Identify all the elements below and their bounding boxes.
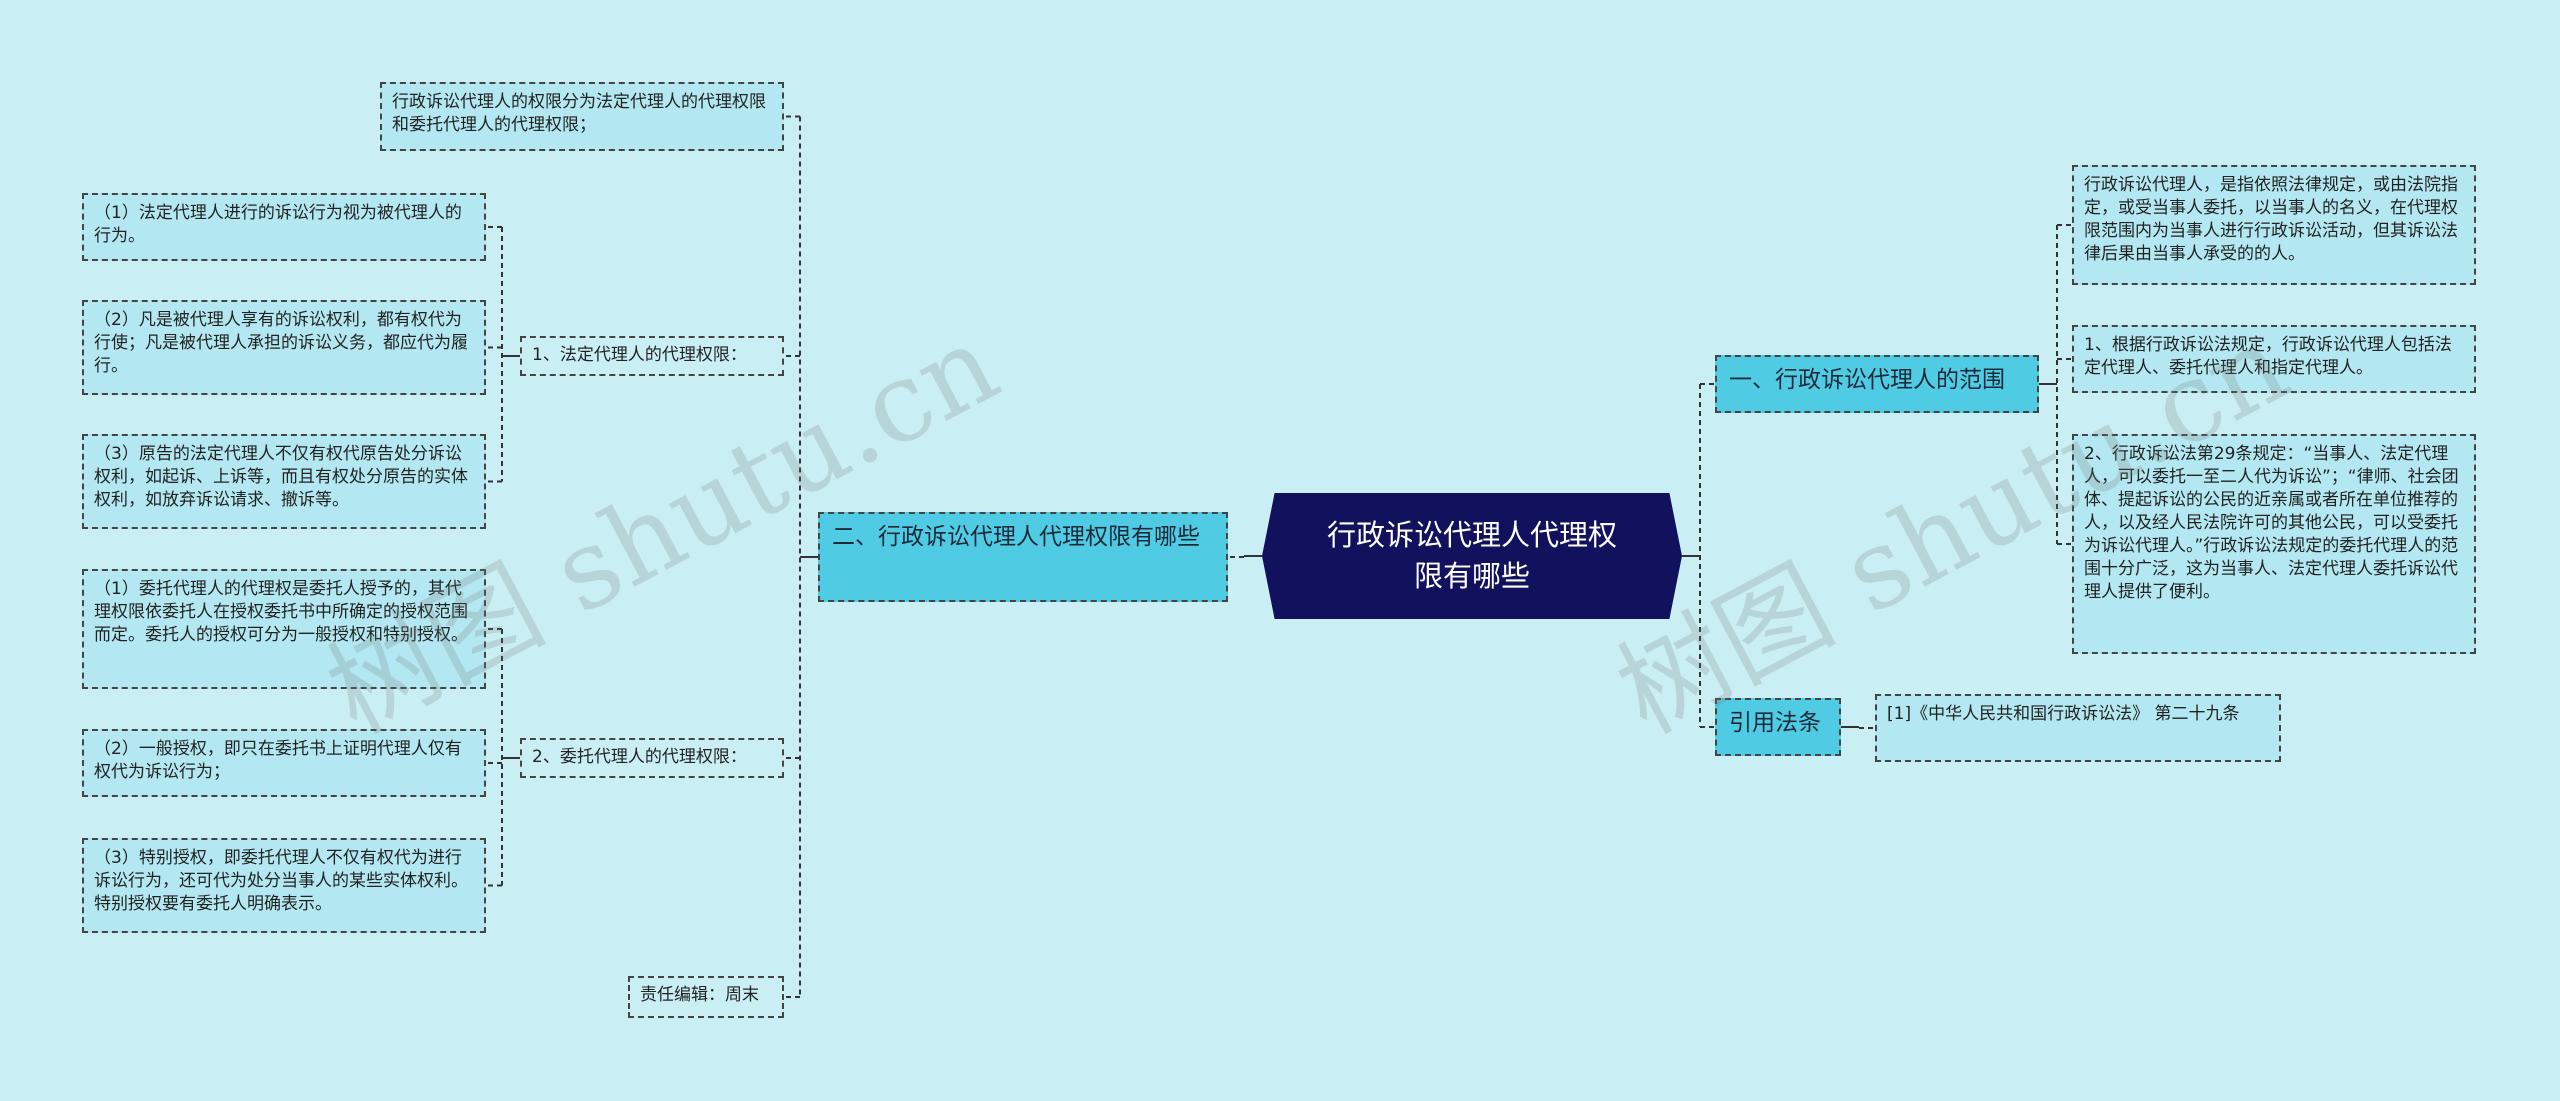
statutory-item-1[interactable]: （1）法定代理人进行的诉讼行为视为被代理人的行为。 [82,193,486,261]
cited-law-item[interactable]: [1]《中华人民共和国行政诉讼法》 第二十九条 [1875,694,2281,762]
entrusted-agent-permissions-label: 2、委托代理人的代理权限： [532,747,747,767]
statutory-item-2[interactable]: （2）凡是被代理人享有的诉讼权利，都有权代为行使；凡是被代理人承担的诉讼义务，都… [82,300,486,395]
cited-law-item-text: [1]《中华人民共和国行政诉讼法》 第二十九条 [1887,704,2240,724]
root-topic-text: 行政诉讼代理人代理权限有哪些 [1326,518,1617,593]
permissions-intro-node[interactable]: 行政诉讼代理人的权限分为法定代理人的代理权限和委托代理人的代理权限； [380,82,784,151]
entrusted-item-2-text: （2）一般授权，即只在委托书上证明代理人仅有权代为诉讼行为； [94,739,462,782]
scope-definition-text: 行政诉讼代理人，是指依照法律规定，或由法院指定，或受当事人委托，以当事人的名义，… [2084,175,2458,264]
branch-agent-scope-label: 一、行政诉讼代理人的范围 [1729,367,2005,393]
entrusted-item-3-text: （3）特别授权，即委托代理人不仅有权代为进行诉讼行为，还可代为处分当事人的某些实… [94,848,468,914]
statutory-agent-permissions-label: 1、法定代理人的代理权限： [532,345,747,365]
branch-permissions-label: 二、行政诉讼代理人代理权限有哪些 [832,524,1200,550]
entrusted-item-1-text: （1）委托代理人的代理权是委托人授予的，其代理权限依委托人在授权委托书中所确定的… [94,579,468,645]
scope-item-2[interactable]: 2、行政诉讼法第29条规定：“当事人、法定代理人，可以委托一至二人代为诉讼”；“… [2072,434,2476,654]
branch-cited-law[interactable]: 引用法条 [1715,698,1841,756]
scope-item-1[interactable]: 1、根据行政诉讼法规定，行政诉讼代理人包括法定代理人、委托代理人和指定代理人。 [2072,325,2476,393]
scope-item-1-text: 1、根据行政诉讼法规定，行政诉讼代理人包括法定代理人、委托代理人和指定代理人。 [2084,335,2452,378]
statutory-item-2-text: （2）凡是被代理人享有的诉讼权利，都有权代为行使；凡是被代理人承担的诉讼义务，都… [94,310,468,376]
statutory-item-1-text: （1）法定代理人进行的诉讼行为视为被代理人的行为。 [94,203,462,246]
branch-permissions[interactable]: 二、行政诉讼代理人代理权限有哪些 [818,512,1228,602]
permissions-intro-text: 行政诉讼代理人的权限分为法定代理人的代理权限和委托代理人的代理权限； [392,92,766,135]
editor-credit-text: 责任编辑：周末 [640,985,759,1005]
scope-item-2-text: 2、行政诉讼法第29条规定：“当事人、法定代理人，可以委托一至二人代为诉讼”；“… [2084,444,2459,602]
scope-definition-node[interactable]: 行政诉讼代理人，是指依照法律规定，或由法院指定，或受当事人委托，以当事人的名义，… [2072,165,2476,285]
branch-agent-scope[interactable]: 一、行政诉讼代理人的范围 [1715,355,2039,413]
entrusted-agent-permissions[interactable]: 2、委托代理人的代理权限： [520,738,784,778]
root-topic[interactable]: 行政诉讼代理人代理权限有哪些 [1262,493,1682,619]
branch-cited-law-label: 引用法条 [1729,710,1821,736]
entrusted-item-3[interactable]: （3）特别授权，即委托代理人不仅有权代为进行诉讼行为，还可代为处分当事人的某些实… [82,838,486,933]
statutory-item-3[interactable]: （3）原告的法定代理人不仅有权代原告处分诉讼权利，如起诉、上诉等，而且有权处分原… [82,434,486,529]
editor-credit[interactable]: 责任编辑：周末 [628,976,784,1018]
entrusted-item-1[interactable]: （1）委托代理人的代理权是委托人授予的，其代理权限依委托人在授权委托书中所确定的… [82,569,486,689]
statutory-item-3-text: （3）原告的法定代理人不仅有权代原告处分诉讼权利，如起诉、上诉等，而且有权处分原… [94,444,468,510]
entrusted-item-2[interactable]: （2）一般授权，即只在委托书上证明代理人仅有权代为诉讼行为； [82,729,486,797]
statutory-agent-permissions[interactable]: 1、法定代理人的代理权限： [520,336,784,376]
